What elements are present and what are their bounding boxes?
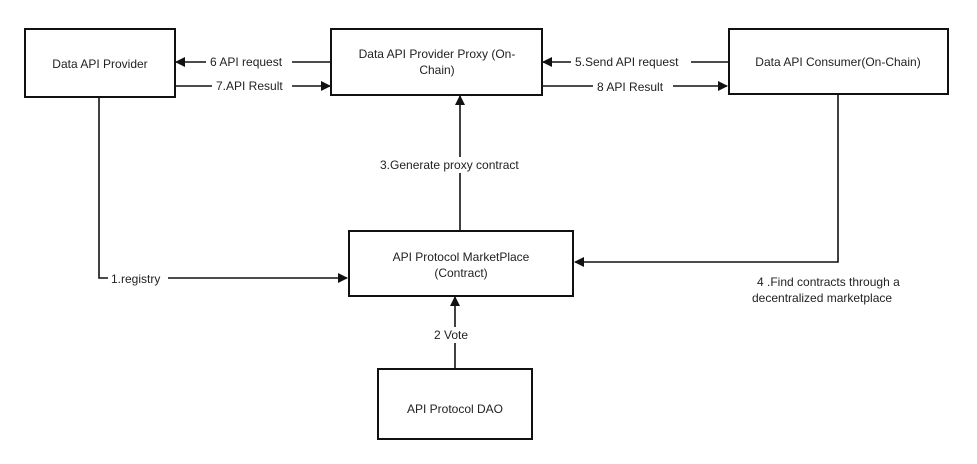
node-marketplace-label-line-1: API Protocol MarketPlace [393, 250, 530, 264]
node-api-protocol-marketplace: API Protocol MarketPlace (Contract) [348, 230, 574, 297]
label-registry-1: 1.registry [111, 272, 160, 286]
label-generate-proxy-3: 3.Generate proxy contract [380, 158, 519, 172]
edge-registry-1 [98, 97, 348, 283]
label-api-request-6: 6 API request [210, 55, 283, 69]
node-dao-label: API Protocol DAO [407, 402, 503, 416]
node-proxy-label-line-1: Data API Provider Proxy (On- [359, 47, 516, 61]
label-find-contracts-4-line-1: 4 .Find contracts through a [757, 275, 900, 289]
node-data-api-provider: Data API Provider [24, 28, 176, 98]
node-data-api-consumer: Data API Consumer(On-Chain) [728, 28, 949, 95]
label-api-result-8: 8 API Result [597, 80, 664, 94]
node-data-api-provider-proxy: Data API Provider Proxy (On- Chain) [330, 28, 543, 96]
label-api-result-7: 7.API Result [216, 79, 283, 93]
node-marketplace-label-line-2: (Contract) [434, 266, 487, 280]
node-proxy-label-line-2: Chain) [419, 63, 454, 77]
node-consumer-label: Data API Consumer(On-Chain) [755, 55, 920, 69]
edge-find-contracts-4 [574, 95, 839, 267]
node-data-api-provider-label: Data API Provider [52, 57, 147, 71]
label-send-api-request-5: 5.Send API request [575, 55, 679, 69]
label-vote-2: 2 Vote [434, 328, 468, 342]
node-api-protocol-dao: API Protocol DAO [377, 368, 533, 440]
label-find-contracts-4-line-2: decentralized marketplace [752, 291, 892, 305]
